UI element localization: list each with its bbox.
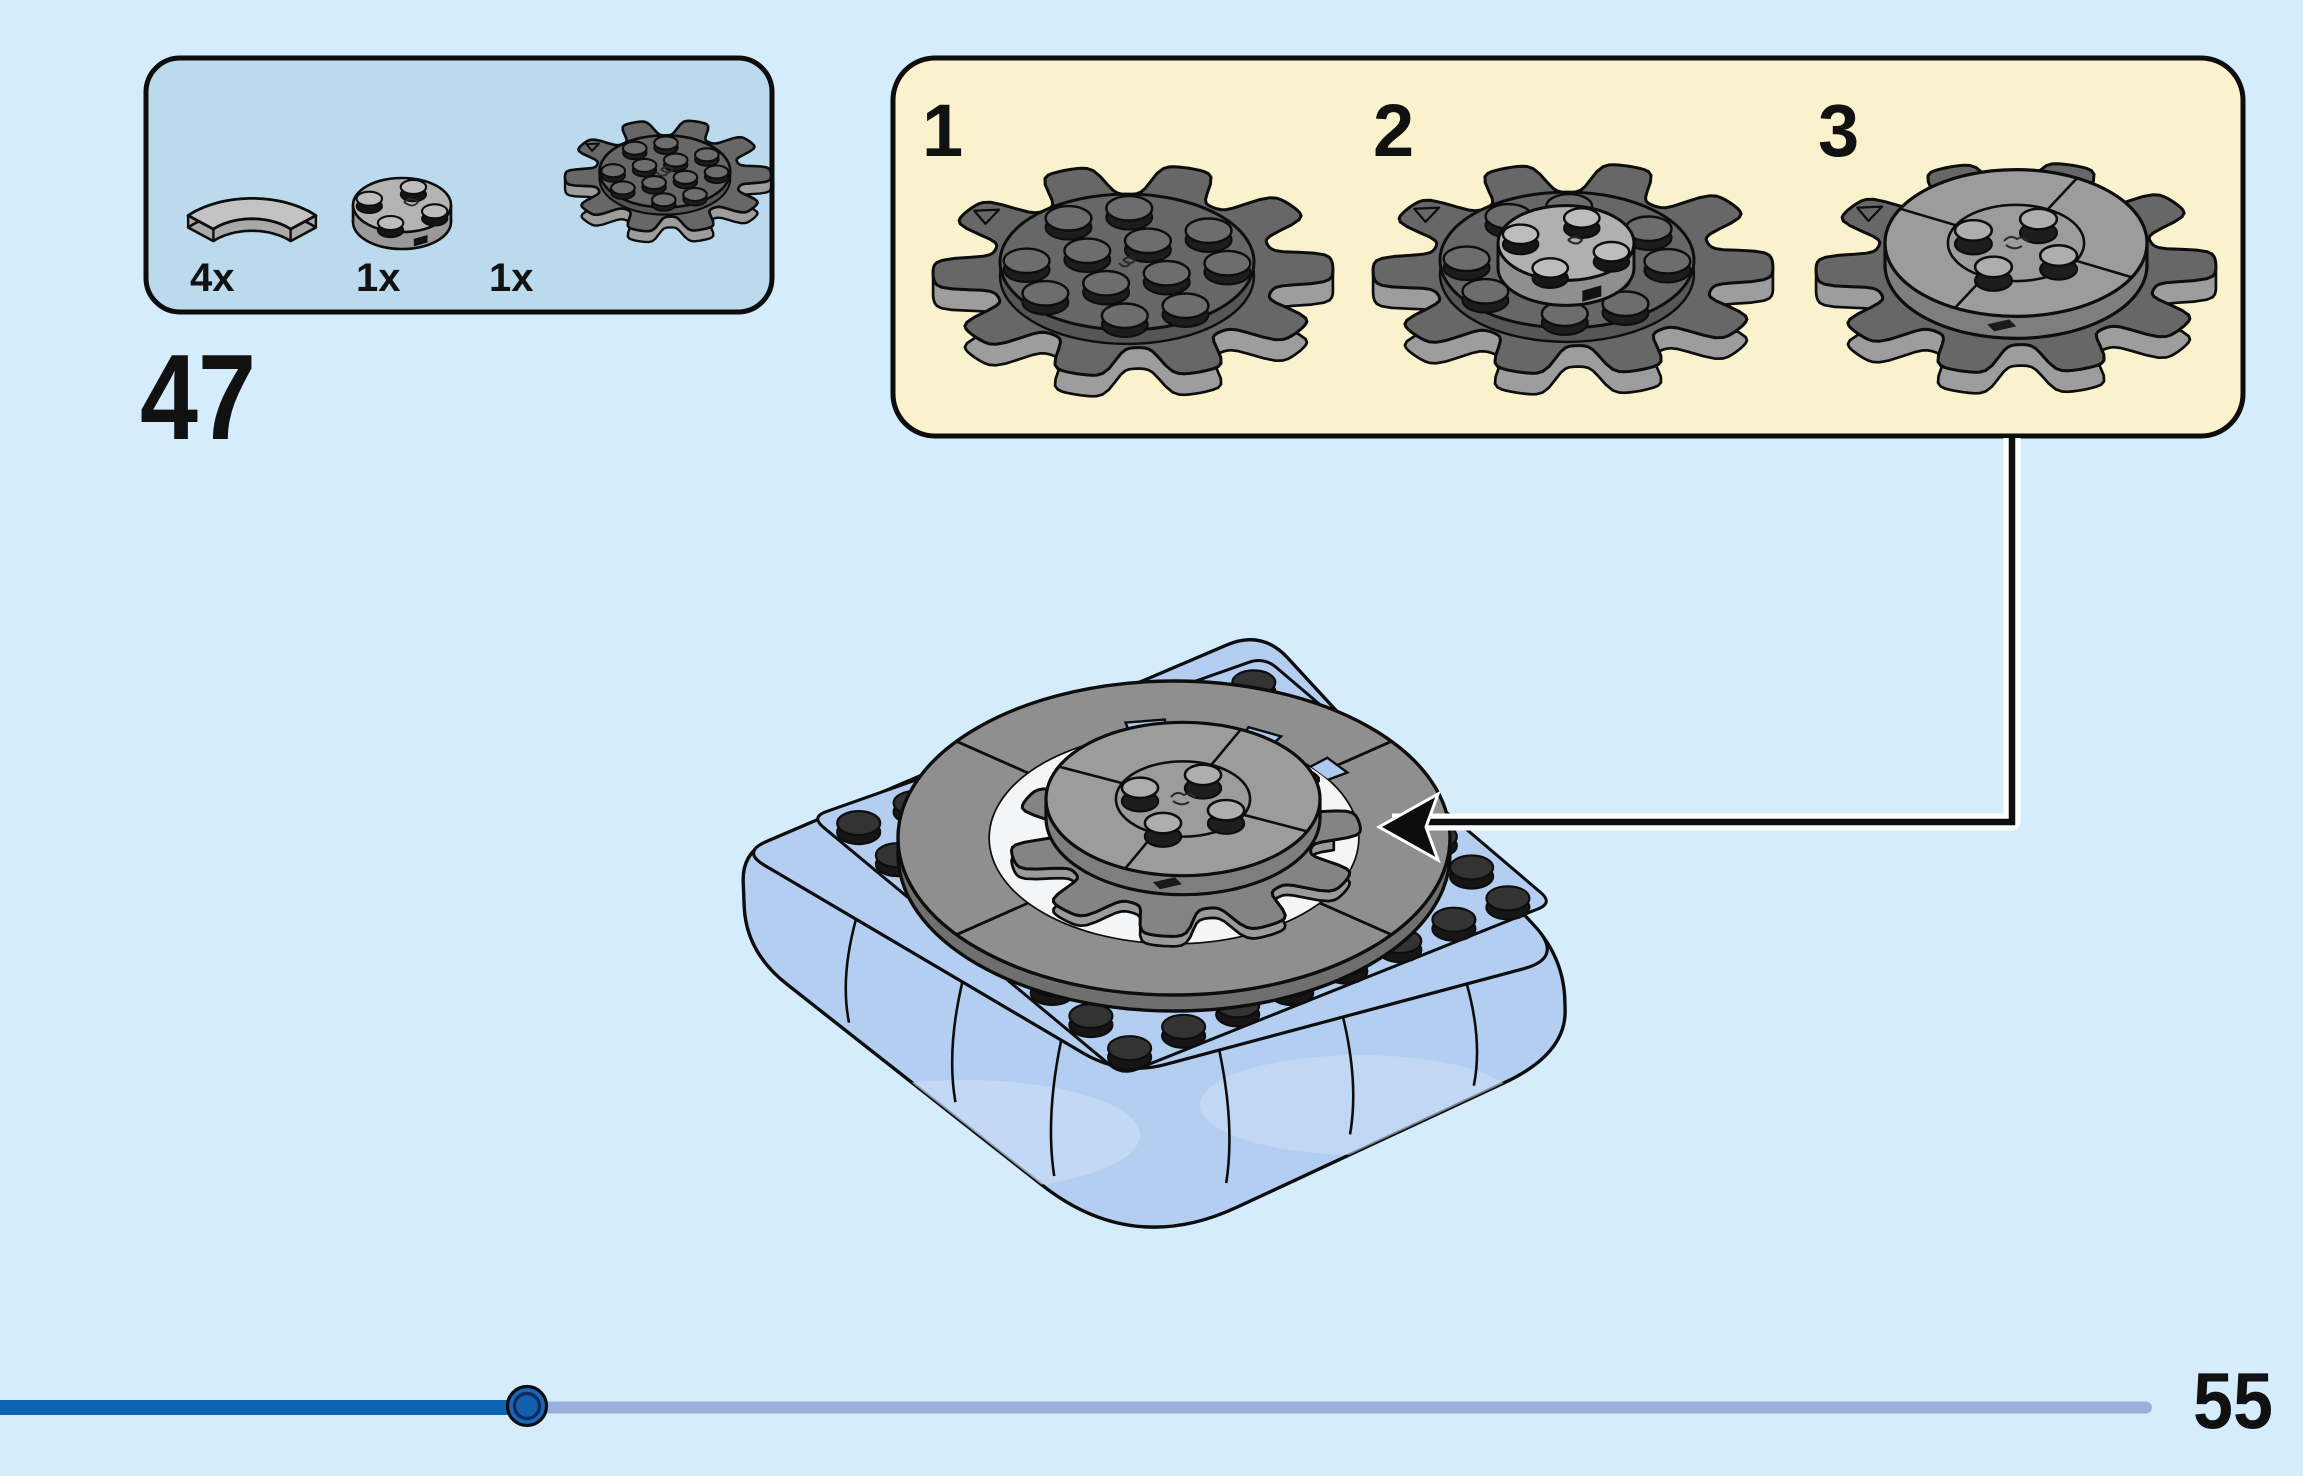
svg-text:1: 1 (922, 89, 963, 172)
svg-text:47: 47 (140, 329, 256, 465)
svg-text:55: 55 (2193, 1356, 2273, 1445)
svg-text:3: 3 (1818, 89, 1859, 172)
svg-text:1x: 1x (356, 256, 401, 300)
svg-text:2: 2 (1373, 89, 1414, 172)
svg-text:1x: 1x (489, 256, 534, 300)
svg-text:4x: 4x (190, 256, 235, 300)
